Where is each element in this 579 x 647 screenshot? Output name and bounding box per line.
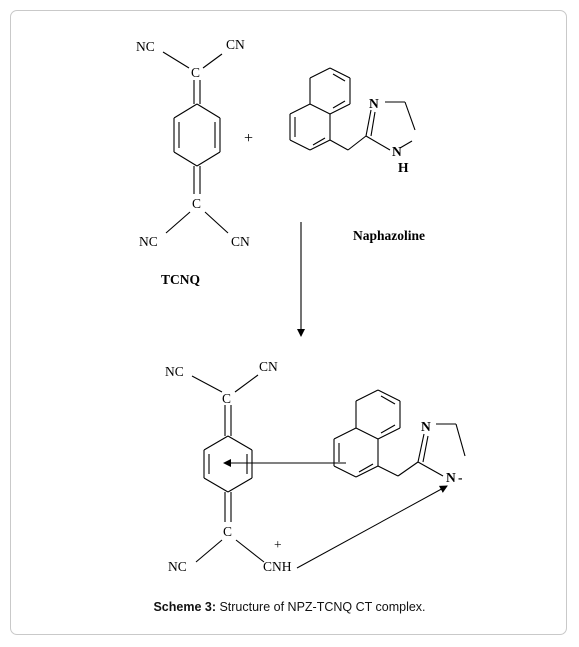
- reaction-scheme: NC CN C C NC CN TCNQ +: [136, 37, 466, 574]
- tcnq-bottom-left-group: NC: [139, 234, 158, 249]
- naphazoline-n-lower: N: [392, 144, 402, 159]
- charge-transfer-arrow-nh: [296, 485, 448, 569]
- figure-frame: [10, 10, 567, 635]
- tcnq-top-carbon: C: [191, 65, 200, 80]
- complex-top-left-group: NC: [165, 364, 184, 379]
- naphazoline-name-label: Naphazoline: [353, 228, 425, 243]
- tcnq-top-right-group: CN: [226, 37, 245, 52]
- naphazoline-structure: N N H Naphazoline: [289, 67, 425, 243]
- complex-bottom-carbon: C: [223, 524, 232, 539]
- naphazoline-h: H: [398, 160, 409, 175]
- figure-caption: Scheme 3: Structure of NPZ-TCNQ CT compl…: [0, 600, 579, 614]
- naphazoline-n-upper: N: [369, 96, 379, 111]
- tcnq-top-left-group: NC: [136, 39, 155, 54]
- complex-n-lower: N: [446, 470, 456, 485]
- tcnq-bottom-right-group: CN: [231, 234, 250, 249]
- complex-n-upper: N: [421, 419, 431, 434]
- caption-label: Scheme 3:: [153, 600, 216, 614]
- complex-bottom-left-group: NC: [168, 559, 187, 574]
- complex-naphazoline-structure: N N -: [333, 389, 466, 485]
- caption-text: Structure of NPZ-TCNQ CT complex.: [215, 600, 426, 614]
- tcnq-name-label: TCNQ: [161, 272, 200, 287]
- complex-top-right-group: CN: [259, 359, 278, 374]
- complex-minus-charge: -: [458, 470, 463, 485]
- plus-sign: +: [244, 130, 253, 147]
- complex-tcnq-structure: NC CN C C NC + CNH: [165, 359, 292, 574]
- tcnq-structure: NC CN C C NC CN TCNQ: [136, 37, 250, 287]
- complex-bottom-right-group: CNH: [263, 559, 292, 574]
- complex-plus-charge: +: [274, 537, 282, 552]
- tcnq-bottom-carbon: C: [192, 196, 201, 211]
- complex-top-carbon: C: [222, 391, 231, 406]
